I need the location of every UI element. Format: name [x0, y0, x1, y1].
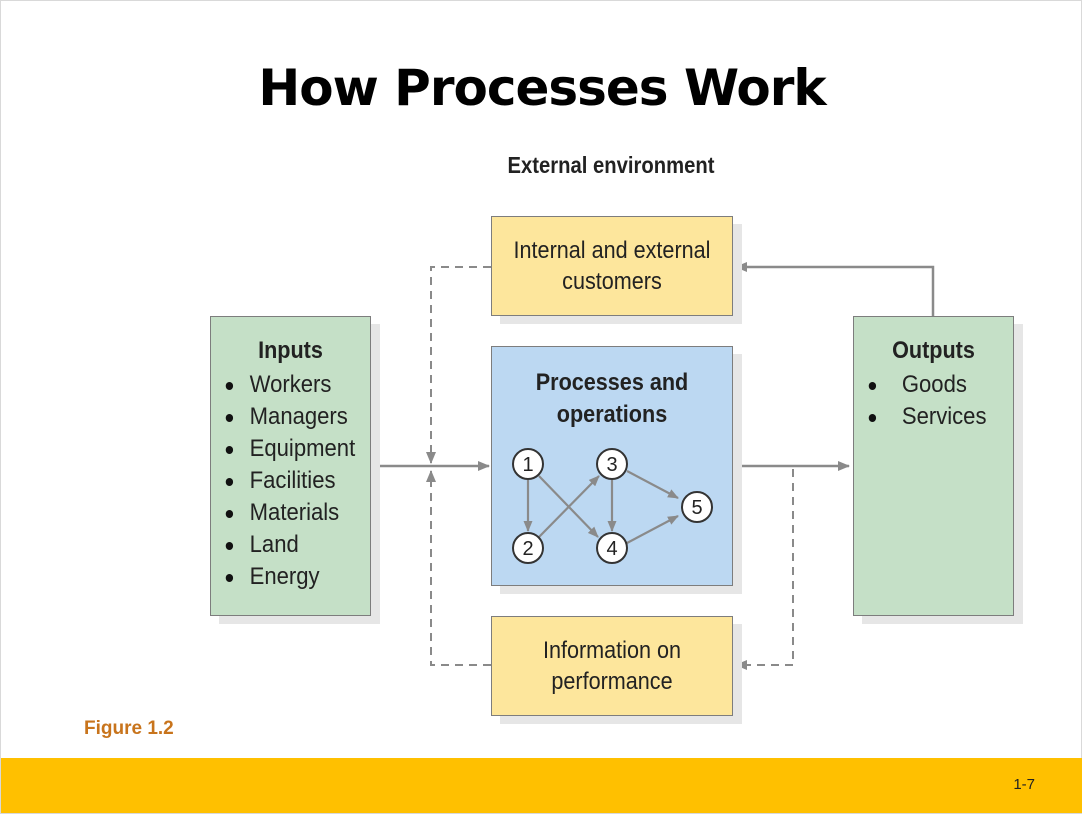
- outputs-list: Goods Services: [854, 369, 1013, 433]
- svg-text:4: 4: [606, 538, 617, 560]
- input-item: Land: [211, 529, 357, 561]
- input-item: Energy: [211, 561, 357, 593]
- process-node-1: 1: [512, 448, 544, 480]
- edge-3-5: [626, 470, 679, 499]
- svg-text:3: 3: [606, 454, 617, 476]
- process-node-5: 5: [681, 491, 713, 523]
- input-item: Facilities: [211, 465, 357, 497]
- outputs-box: Outputs Goods Services: [853, 316, 1014, 616]
- edge-4-5: [626, 515, 679, 544]
- input-item: Materials: [211, 497, 357, 529]
- outputs-title: Outputs: [892, 337, 975, 364]
- customers-feedback-dashed: [426, 266, 491, 464]
- customers-box: Internal and external customers: [491, 216, 733, 316]
- inputs-title: Inputs: [258, 337, 323, 364]
- inputs-box: Inputs Workers Managers Equipment Facili…: [210, 316, 371, 616]
- process-node-2: 2: [512, 532, 544, 564]
- input-item: Managers: [211, 401, 357, 433]
- process-node-3: 3: [596, 448, 628, 480]
- processes-line2: operations: [556, 401, 668, 428]
- output-to-information-dashed: [735, 469, 794, 670]
- svg-text:5: 5: [691, 497, 702, 519]
- svg-text:1: 1: [522, 454, 533, 476]
- output-item: Goods: [854, 369, 1000, 401]
- slide-title: How Processes Work: [258, 59, 826, 117]
- information-line2: performance: [551, 668, 673, 695]
- svg-text:2: 2: [522, 538, 533, 560]
- inputs-list: Workers Managers Equipment Facilities Ma…: [211, 369, 370, 593]
- customers-line2: customers: [562, 268, 662, 295]
- information-box: Information on performance: [491, 616, 733, 716]
- footer-bar: 1-7: [1, 758, 1082, 813]
- input-item: Equipment: [211, 433, 357, 465]
- page-number: 1-7: [1013, 776, 1035, 793]
- output-to-customers-arrow: [735, 262, 935, 316]
- external-environment-label: External environment: [507, 152, 715, 178]
- processes-line1: Processes and: [535, 369, 689, 396]
- figure-label: Figure 1.2: [84, 718, 174, 739]
- information-feedback-dashed: [426, 470, 491, 666]
- process-node-4: 4: [596, 532, 628, 564]
- edge-2-3: [538, 475, 600, 538]
- information-line1: Information on: [542, 637, 682, 664]
- input-item: Workers: [211, 369, 357, 401]
- customers-line1: Internal and external: [513, 237, 711, 264]
- output-item: Services: [854, 401, 1000, 433]
